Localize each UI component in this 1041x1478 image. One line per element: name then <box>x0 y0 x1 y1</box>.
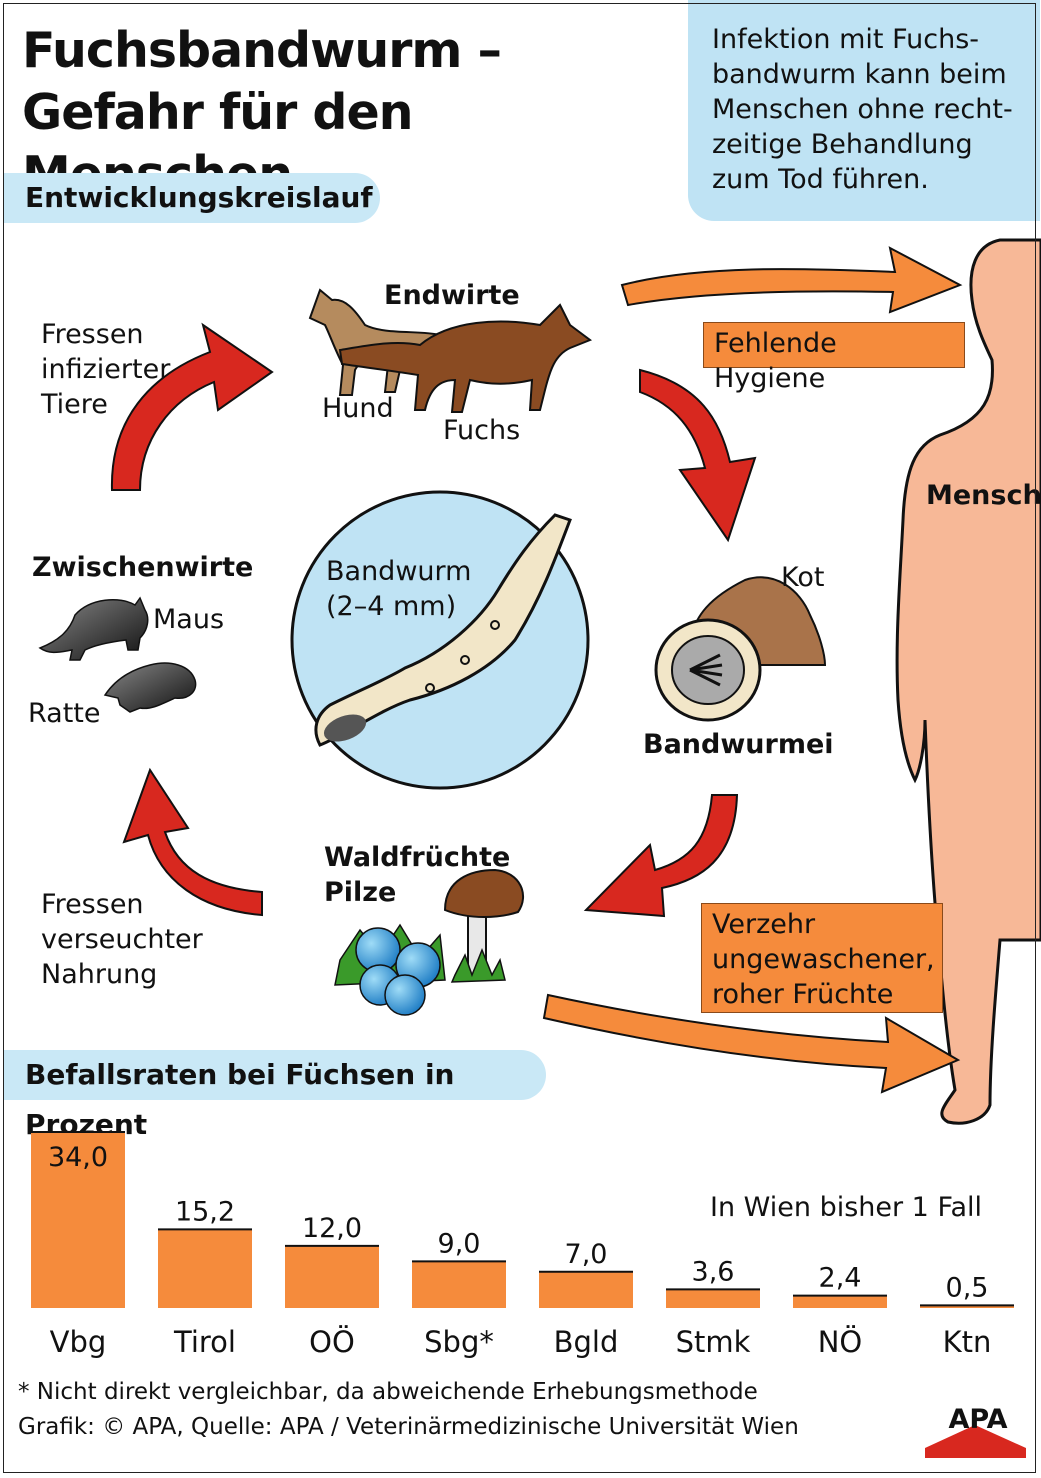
label-maus: Maus <box>153 604 225 635</box>
label-endwirte: Endwirte <box>384 280 520 311</box>
arrow-cycle-bottomleft <box>122 767 263 917</box>
bar-value-label-4: 7,0 <box>565 1239 608 1270</box>
apa-logo <box>925 1425 1026 1458</box>
bar-value-label-7: 0,5 <box>946 1272 989 1303</box>
chart-note: In Wien bisher 1 Fall <box>710 1192 983 1223</box>
label-fressen-verseuchter: Fressen verseuchter Nahrung <box>41 889 203 990</box>
bar-value-label-5: 3,6 <box>692 1256 735 1287</box>
category-label-0: Vbg <box>50 1325 107 1359</box>
bar-6 <box>793 1295 887 1308</box>
label-waldfruechte: Waldfrüchte Pilze <box>324 842 511 908</box>
rat-illustration <box>103 662 197 713</box>
label-hund: Hund <box>322 393 394 424</box>
tapeworm-egg <box>654 618 762 722</box>
bar-value-label-2: 12,0 <box>302 1213 362 1244</box>
label-ratte: Ratte <box>28 698 101 729</box>
bar-2 <box>285 1245 379 1308</box>
category-label-6: NÖ <box>818 1325 863 1359</box>
dog-illustration <box>308 288 447 396</box>
tapeworm-illustration <box>314 513 572 747</box>
human-body <box>895 238 1041 1125</box>
arrow-to-human-top <box>620 246 963 314</box>
bar-1 <box>158 1229 252 1308</box>
section-cycle-title: Entwicklungskreislauf <box>3 173 380 223</box>
bar-value-label-6: 2,4 <box>819 1263 862 1294</box>
arrow-cycle-topright <box>639 368 757 543</box>
section-chart-title: Befallsraten bei Füchsen in Prozent <box>3 1050 546 1141</box>
bar-value-label-1: 15,2 <box>175 1196 235 1227</box>
credit: Grafik: © APA, Quelle: APA / Veterinärme… <box>18 1414 799 1440</box>
arrow-cycle-topleft <box>110 322 274 491</box>
label-bandwurm: Bandwurm (2–4 mm) <box>326 556 472 622</box>
bar-value-label-0: 34,0 <box>48 1142 108 1173</box>
label-zwischenwirte: Zwischenwirte <box>32 552 254 583</box>
label-kot: Kot <box>781 562 825 593</box>
bar-4 <box>539 1271 633 1308</box>
bar-0 <box>31 1132 125 1308</box>
arrow-to-human-bottom <box>542 993 961 1094</box>
label-mensch: Mensch <box>926 480 1041 511</box>
label-bandwurmei: Bandwurmei <box>643 729 834 760</box>
box-fehlende-hygiene: Fehlende Hygiene <box>703 322 965 394</box>
footnote: * Nicht direkt vergleichbar, da abweiche… <box>18 1379 758 1405</box>
human-silhouette <box>895 238 1041 1125</box>
category-label-4: Bgld <box>554 1325 619 1359</box>
label-fuchs: Fuchs <box>443 415 521 446</box>
arrow-cycle-bottomright <box>583 794 739 918</box>
category-label-3: Sbg* <box>424 1325 494 1359</box>
bar-3 <box>412 1261 506 1308</box>
category-label-7: Ktn <box>943 1325 992 1359</box>
bar-5 <box>666 1289 760 1308</box>
fox-illustration <box>338 303 593 413</box>
category-label-5: Stmk <box>676 1325 751 1359</box>
label-fressen-infizierter: Fressen infizierter Tiere <box>41 319 171 420</box>
bar-7 <box>920 1305 1014 1308</box>
bar-value-label-3: 9,0 <box>438 1228 481 1259</box>
box-verzehr: Verzehr ungewaschener, roher Früchte <box>701 903 943 1013</box>
mushroom-illustration <box>443 868 524 983</box>
berries-illustration <box>334 923 446 1016</box>
mouse-illustration <box>38 596 149 661</box>
info-text: Infektion mit Fuchs- bandwurm kann beim … <box>712 24 1013 195</box>
category-label-1: Tirol <box>173 1325 236 1359</box>
apa-logo-text: APA <box>948 1404 1008 1435</box>
info-box: Infektion mit Fuchs- bandwurm kann beim … <box>688 0 1040 221</box>
category-label-2: OÖ <box>309 1325 355 1359</box>
